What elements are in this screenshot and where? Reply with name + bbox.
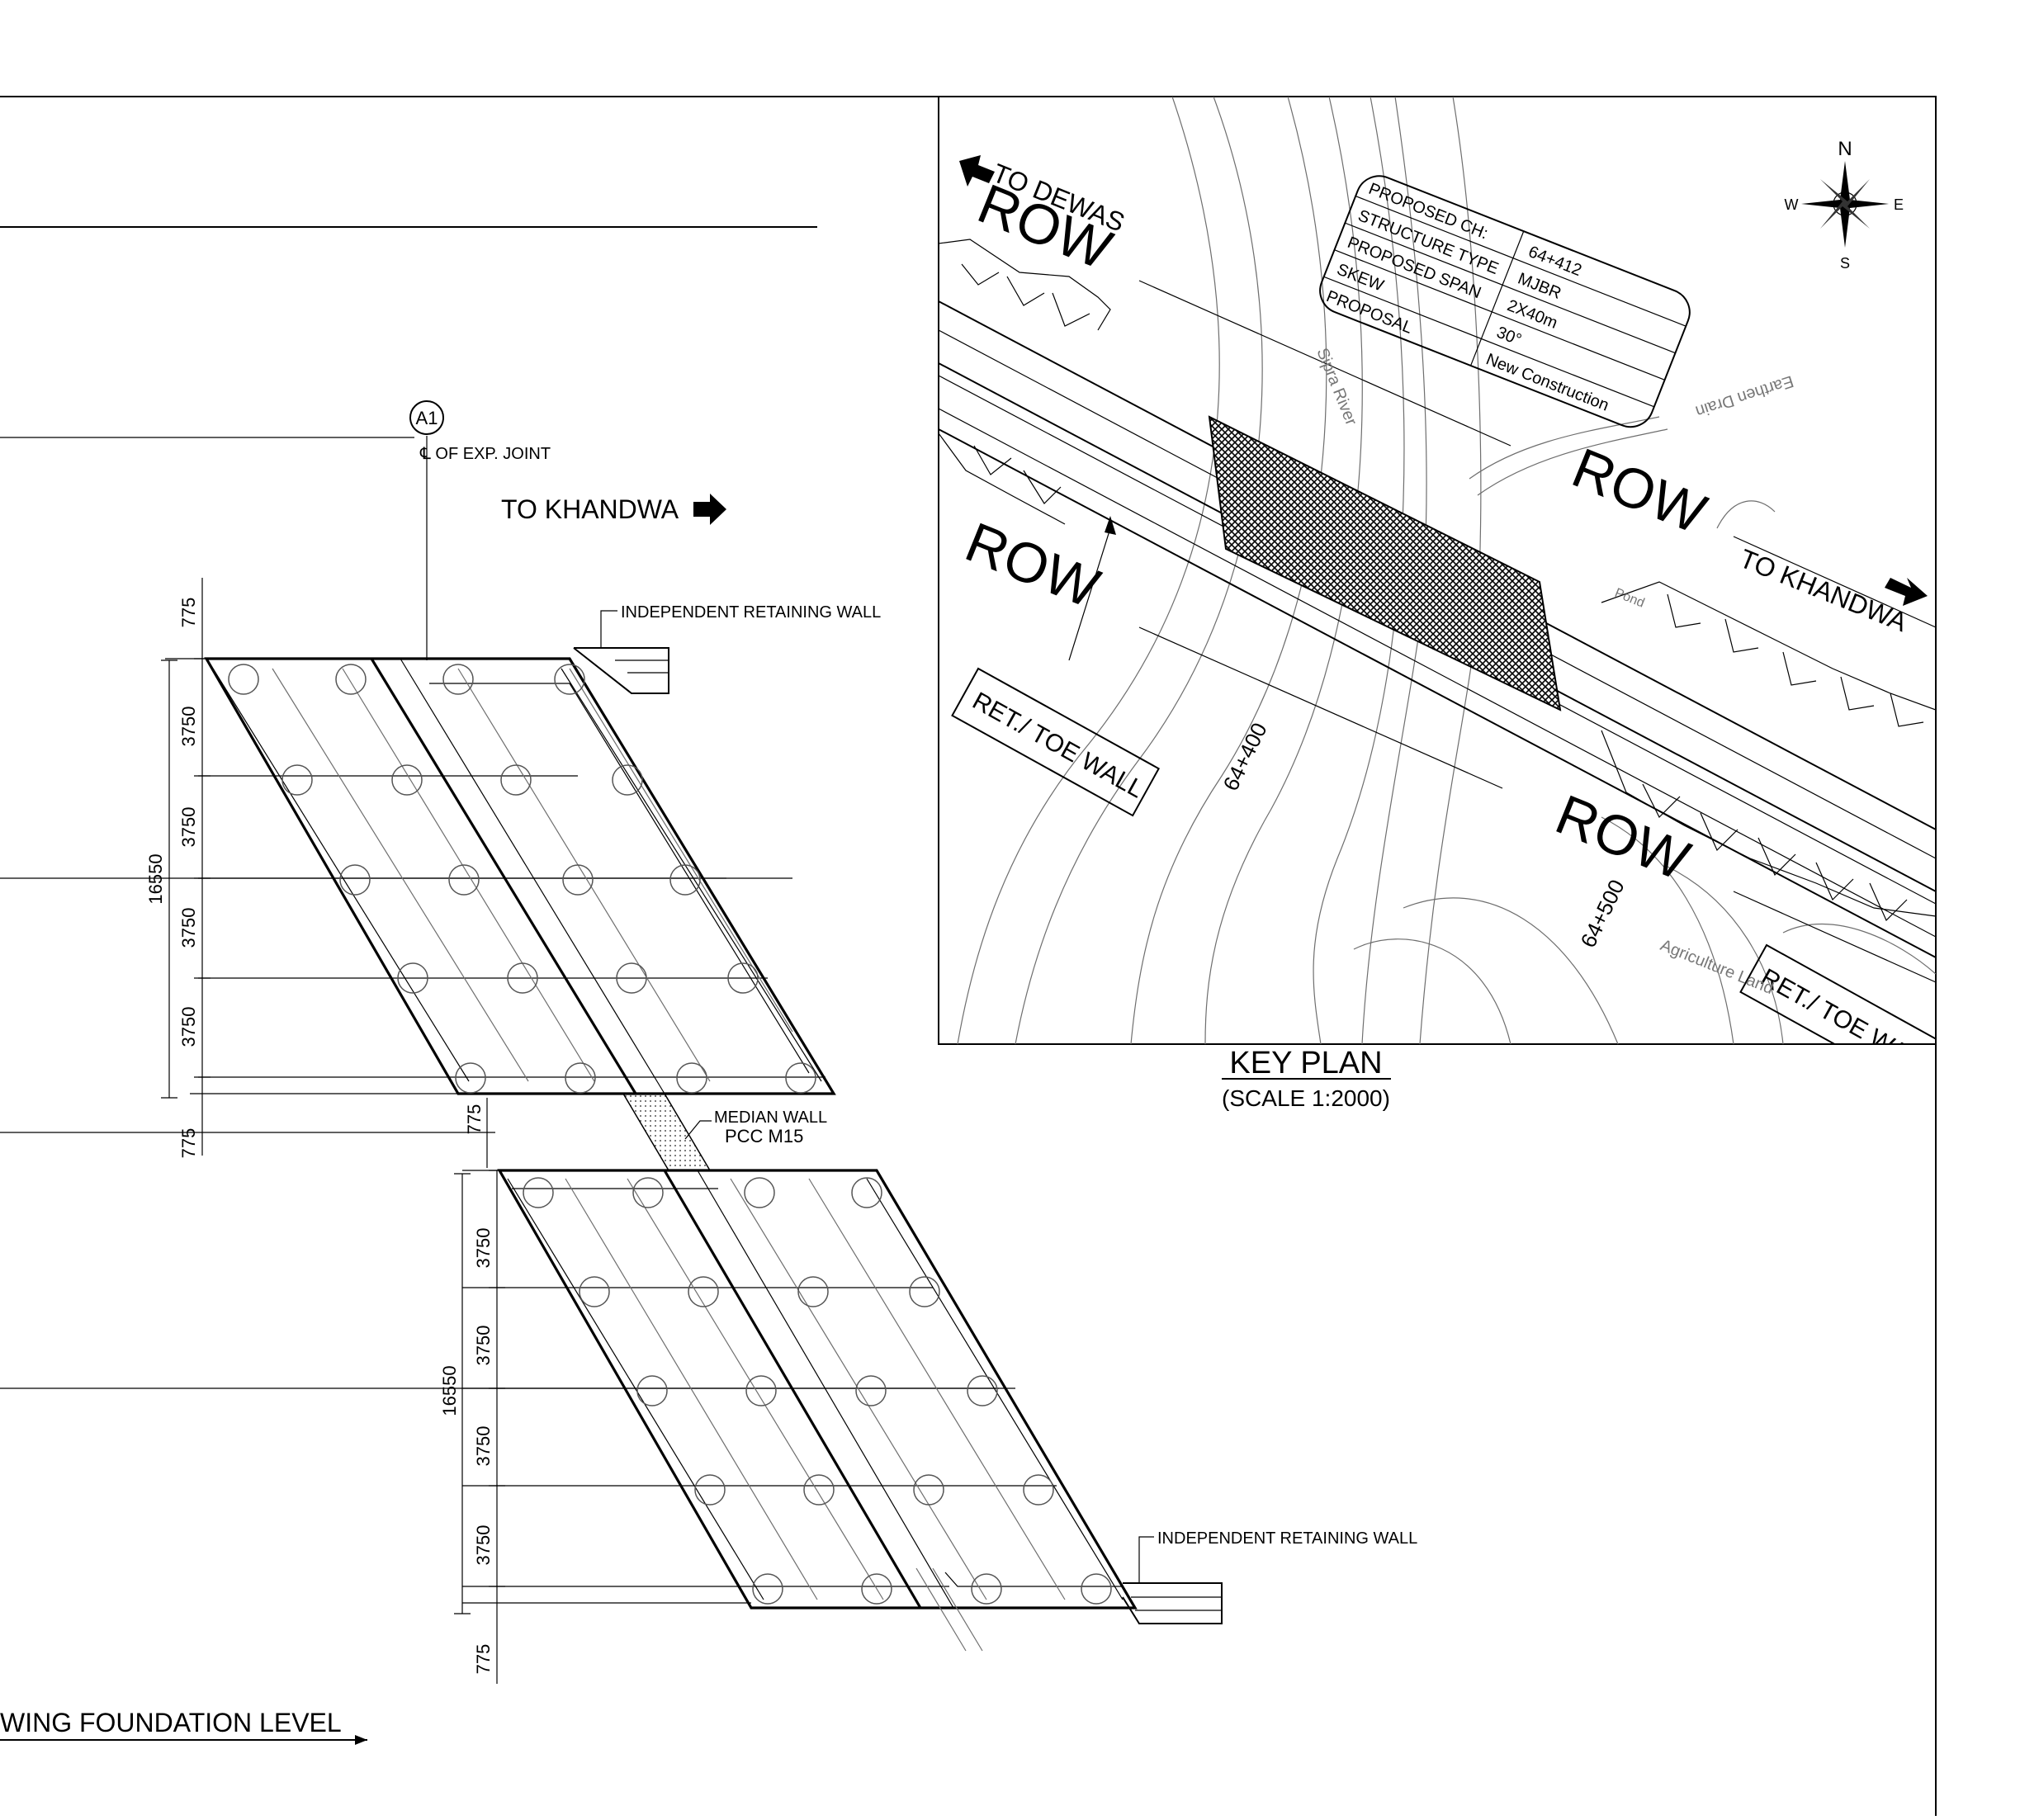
info-value-type: MJBR [1516,270,1564,303]
key-plan: PROPOSED CH: 64+412 STRUCTURE TYPE MJBR … [938,96,1937,1111]
foundation-level-label: WING FOUNDATION LEVEL [0,1708,342,1737]
dim-bottom-3750-4: 3750 [473,1525,494,1566]
foundation-level: WING FOUNDATION LEVEL [0,1708,367,1745]
dim-bottom-3750-2: 3750 [473,1326,494,1366]
median-wall-label: MEDIAN WALL [714,1109,827,1127]
compass-n: N [1838,138,1852,160]
dim-bottom-3750-1: 3750 [473,1228,494,1269]
chainage-64500: 64+500 [1575,876,1629,952]
compass-e: E [1894,196,1904,213]
ret-wall-tag-right: RET./ TOE WALL [1739,943,1937,1080]
river-label: Sipra River [1313,346,1360,428]
info-label-skew: SKEW [1334,260,1386,295]
dim-top-775-b: 775 [178,1128,199,1159]
pcc-label: PCC M15 [725,1126,803,1146]
dimensions-bottom: 3750 3750 3750 3750 16550 775 [439,1170,505,1684]
compass-s: S [1840,255,1850,272]
pile-row [523,1177,1112,1605]
dim-top-3750-1: 3750 [178,707,199,747]
retaining-wall-top: INDEPENDENT RETAINING WALL [573,603,881,694]
kp-to-khandwa-label: TO KHANDWA [1735,543,1912,637]
arrow-left-icon [959,155,995,187]
info-value-span: 2X40m [1505,296,1560,333]
info-table: PROPOSED CH: 64+412 STRUCTURE TYPE MJBR … [1319,175,1691,428]
row-label-3: ROW [957,510,1108,620]
key-plan-title: KEY PLAN [1229,1046,1382,1080]
footing-bottom [462,1169,1138,1652]
arrow-right-icon [1885,578,1928,606]
dim-top-775-a: 775 [178,598,199,628]
dim-top-3750-2: 3750 [178,807,199,848]
median-wall: MEDIAN WALL PCC M15 [622,1093,827,1171]
dim-gap-775: 775 [464,1104,485,1135]
pond-label: Pond [1613,586,1647,611]
pile-row [228,664,816,1094]
retaining-wall-bottom: INDEPENDENT RETAINING WALL [1122,1529,1417,1624]
reference-lines [0,877,1015,1389]
footing-top [165,657,836,1095]
retaining-wall-bottom-label: INDEPENDENT RETAINING WALL [1157,1529,1417,1548]
compass-icon: N S E W [1785,138,1904,272]
drain-label: Earthen Drain [1693,371,1795,420]
dim-bottom-3750-3: 3750 [473,1426,494,1467]
compass-w: W [1785,196,1799,213]
joint-tag: A1 [416,408,438,428]
chainage-64400: 64+400 [1218,719,1271,795]
expansion-joint: A1 ℄ OF EXP. JOINT [0,400,551,660]
to-khandwa-label: TO KHANDWA [501,494,679,524]
dim-top-3750-3: 3750 [178,908,199,948]
bridge-deck [1208,415,1562,711]
joint-tag-circle [409,400,444,435]
svg-text:RET./ TOE WALL: RET./ TOE WALL [968,688,1148,804]
dimensions-top: 775 3750 3750 3750 3750 16550 775 775 [145,578,488,1168]
key-plan-scale: (SCALE 1:2000) [1222,1085,1390,1111]
sheet-frame [0,96,1937,1816]
embankment-slopes [939,239,1936,922]
dim-bottom-775: 775 [473,1644,494,1675]
arrow-right-icon [693,494,726,525]
dim-top-total: 16550 [145,853,166,904]
dim-bottom-total: 16550 [439,1365,460,1416]
dim-top-3750-4: 3750 [178,1007,199,1047]
exp-joint-label: ℄ OF EXP. JOINT [419,445,551,463]
retaining-wall-top-label: INDEPENDENT RETAINING WALL [621,603,881,622]
row-label-2: ROW [1563,436,1715,546]
svg-text:RET./ TOE WALL: RET./ TOE WALL [1757,964,1937,1080]
agri-label: Agriculture Land [1658,936,1776,998]
